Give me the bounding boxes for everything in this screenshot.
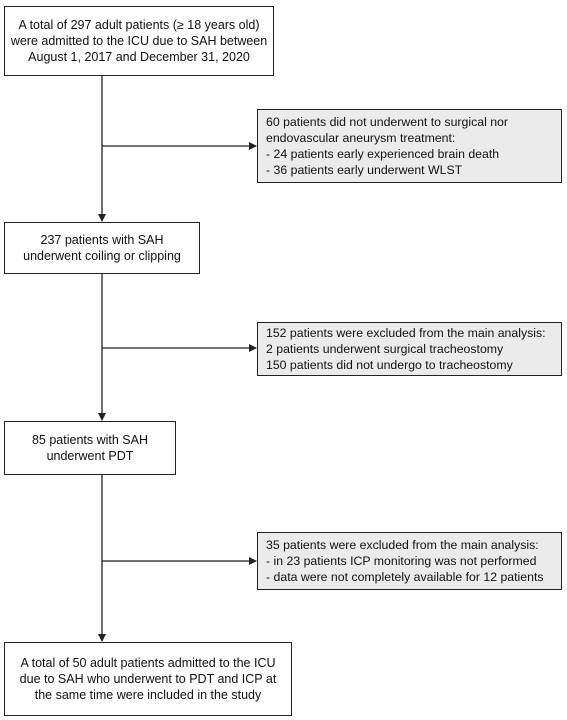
coiling-clipping-line-2: underwent coiling or clipping — [23, 249, 181, 263]
included-study-box: A total of 50 adult patients admitted to… — [4, 642, 292, 716]
included-line-1: A total of 50 adult patients admitted to… — [20, 656, 276, 670]
exclusion-box-3: 35 patients were excluded from the main … — [257, 532, 562, 590]
exclusion-2-line-2: 2 patients underwent surgical tracheosto… — [266, 342, 504, 356]
included-line-3: the same time were included in the study — [34, 688, 262, 702]
exclusion-1-line-3: - 24 patients early experienced brain de… — [266, 147, 500, 161]
enrollment-line-3: August 1, 2017 and December 31, 2020 — [28, 50, 250, 64]
exclusion-3-line-3: - data were not completely available for… — [266, 570, 544, 584]
exclusion-2-line-3: 150 patients did not undergo to tracheos… — [266, 358, 513, 372]
exclusion-1-line-2: endovascular aneurysm treatment: — [266, 131, 456, 145]
exclusion-box-1: 60 patients did not underwent to surgica… — [257, 109, 562, 183]
pdt-line-1: 85 patients with SAH — [31, 433, 149, 447]
coiling-clipping-box: 237 patients with SAH underwent coiling … — [4, 222, 200, 274]
exclusion-1-line-1: 60 patients did not underwent to surgica… — [266, 115, 508, 129]
enrollment-line-2: were admitted to the ICU due to SAH betw… — [10, 34, 268, 48]
exclusion-1-line-4: - 36 patients early underwent WLST — [266, 163, 463, 177]
pdt-line-2: underwent PDT — [46, 449, 134, 463]
enrollment-box: A total of 297 adult patients (≥ 18 year… — [4, 6, 274, 76]
exclusion-box-2: 152 patients were excluded from the main… — [257, 322, 562, 376]
coiling-clipping-line-1: 237 patients with SAH — [40, 233, 164, 247]
exclusion-2-line-1: 152 patients were excluded from the main… — [266, 326, 546, 340]
included-line-2: due to SAH who underwent to PDT and ICP … — [19, 672, 277, 686]
pdt-box: 85 patients with SAH underwent PDT — [4, 421, 176, 475]
exclusion-3-line-2: - in 23 patients ICP monitoring was not … — [266, 554, 537, 568]
enrollment-line-1: A total of 297 adult patients (≥ 18 year… — [18, 18, 260, 32]
exclusion-3-line-1: 35 patients were excluded from the main … — [266, 538, 539, 552]
